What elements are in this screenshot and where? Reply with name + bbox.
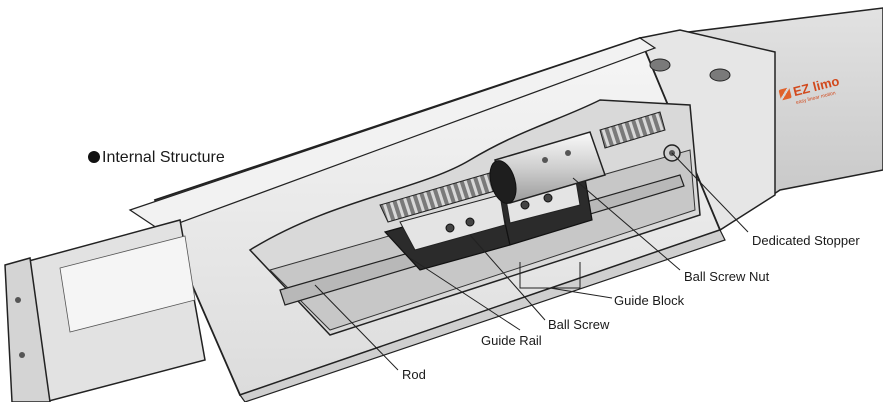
- label-dedicated-stopper: Dedicated Stopper: [752, 233, 860, 248]
- bullet-icon: [88, 151, 100, 163]
- section-title: Internal Structure: [88, 150, 225, 166]
- label-guide-block: Guide Block: [614, 293, 685, 308]
- ball-screw-nut: [489, 131, 606, 204]
- label-guide-rail: Guide Rail: [481, 333, 542, 348]
- end-plate: [4, 257, 51, 402]
- section-title-text: Internal Structure: [102, 149, 225, 166]
- leader-lines: [314, 152, 749, 371]
- brand-mark-icon: [778, 87, 792, 101]
- label-rod: Rod: [402, 367, 426, 382]
- motor-bolt-holes: [649, 58, 731, 82]
- label-ball-screw-nut: Ball Screw Nut: [684, 269, 770, 284]
- rod: [24, 219, 206, 402]
- label-ball-screw: Ball Screw: [548, 317, 610, 332]
